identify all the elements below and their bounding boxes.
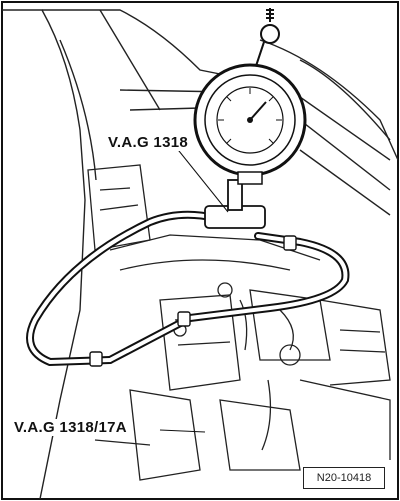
- hose-clamps: [89, 235, 297, 367]
- adapter-label: V.A.G 1318/17A: [12, 419, 129, 436]
- t-fitting-icon: [204, 179, 266, 229]
- hook-icon: [255, 8, 280, 67]
- leader-lines: [159, 145, 229, 433]
- hose-inner: [28, 212, 348, 365]
- tester-label: V.A.G 1318: [106, 134, 190, 151]
- engine-components: [87, 164, 391, 481]
- pressure-gauge-icon: [193, 63, 307, 185]
- hood-panel: [2, 9, 399, 500]
- figure-reference: N20-10418: [303, 467, 385, 489]
